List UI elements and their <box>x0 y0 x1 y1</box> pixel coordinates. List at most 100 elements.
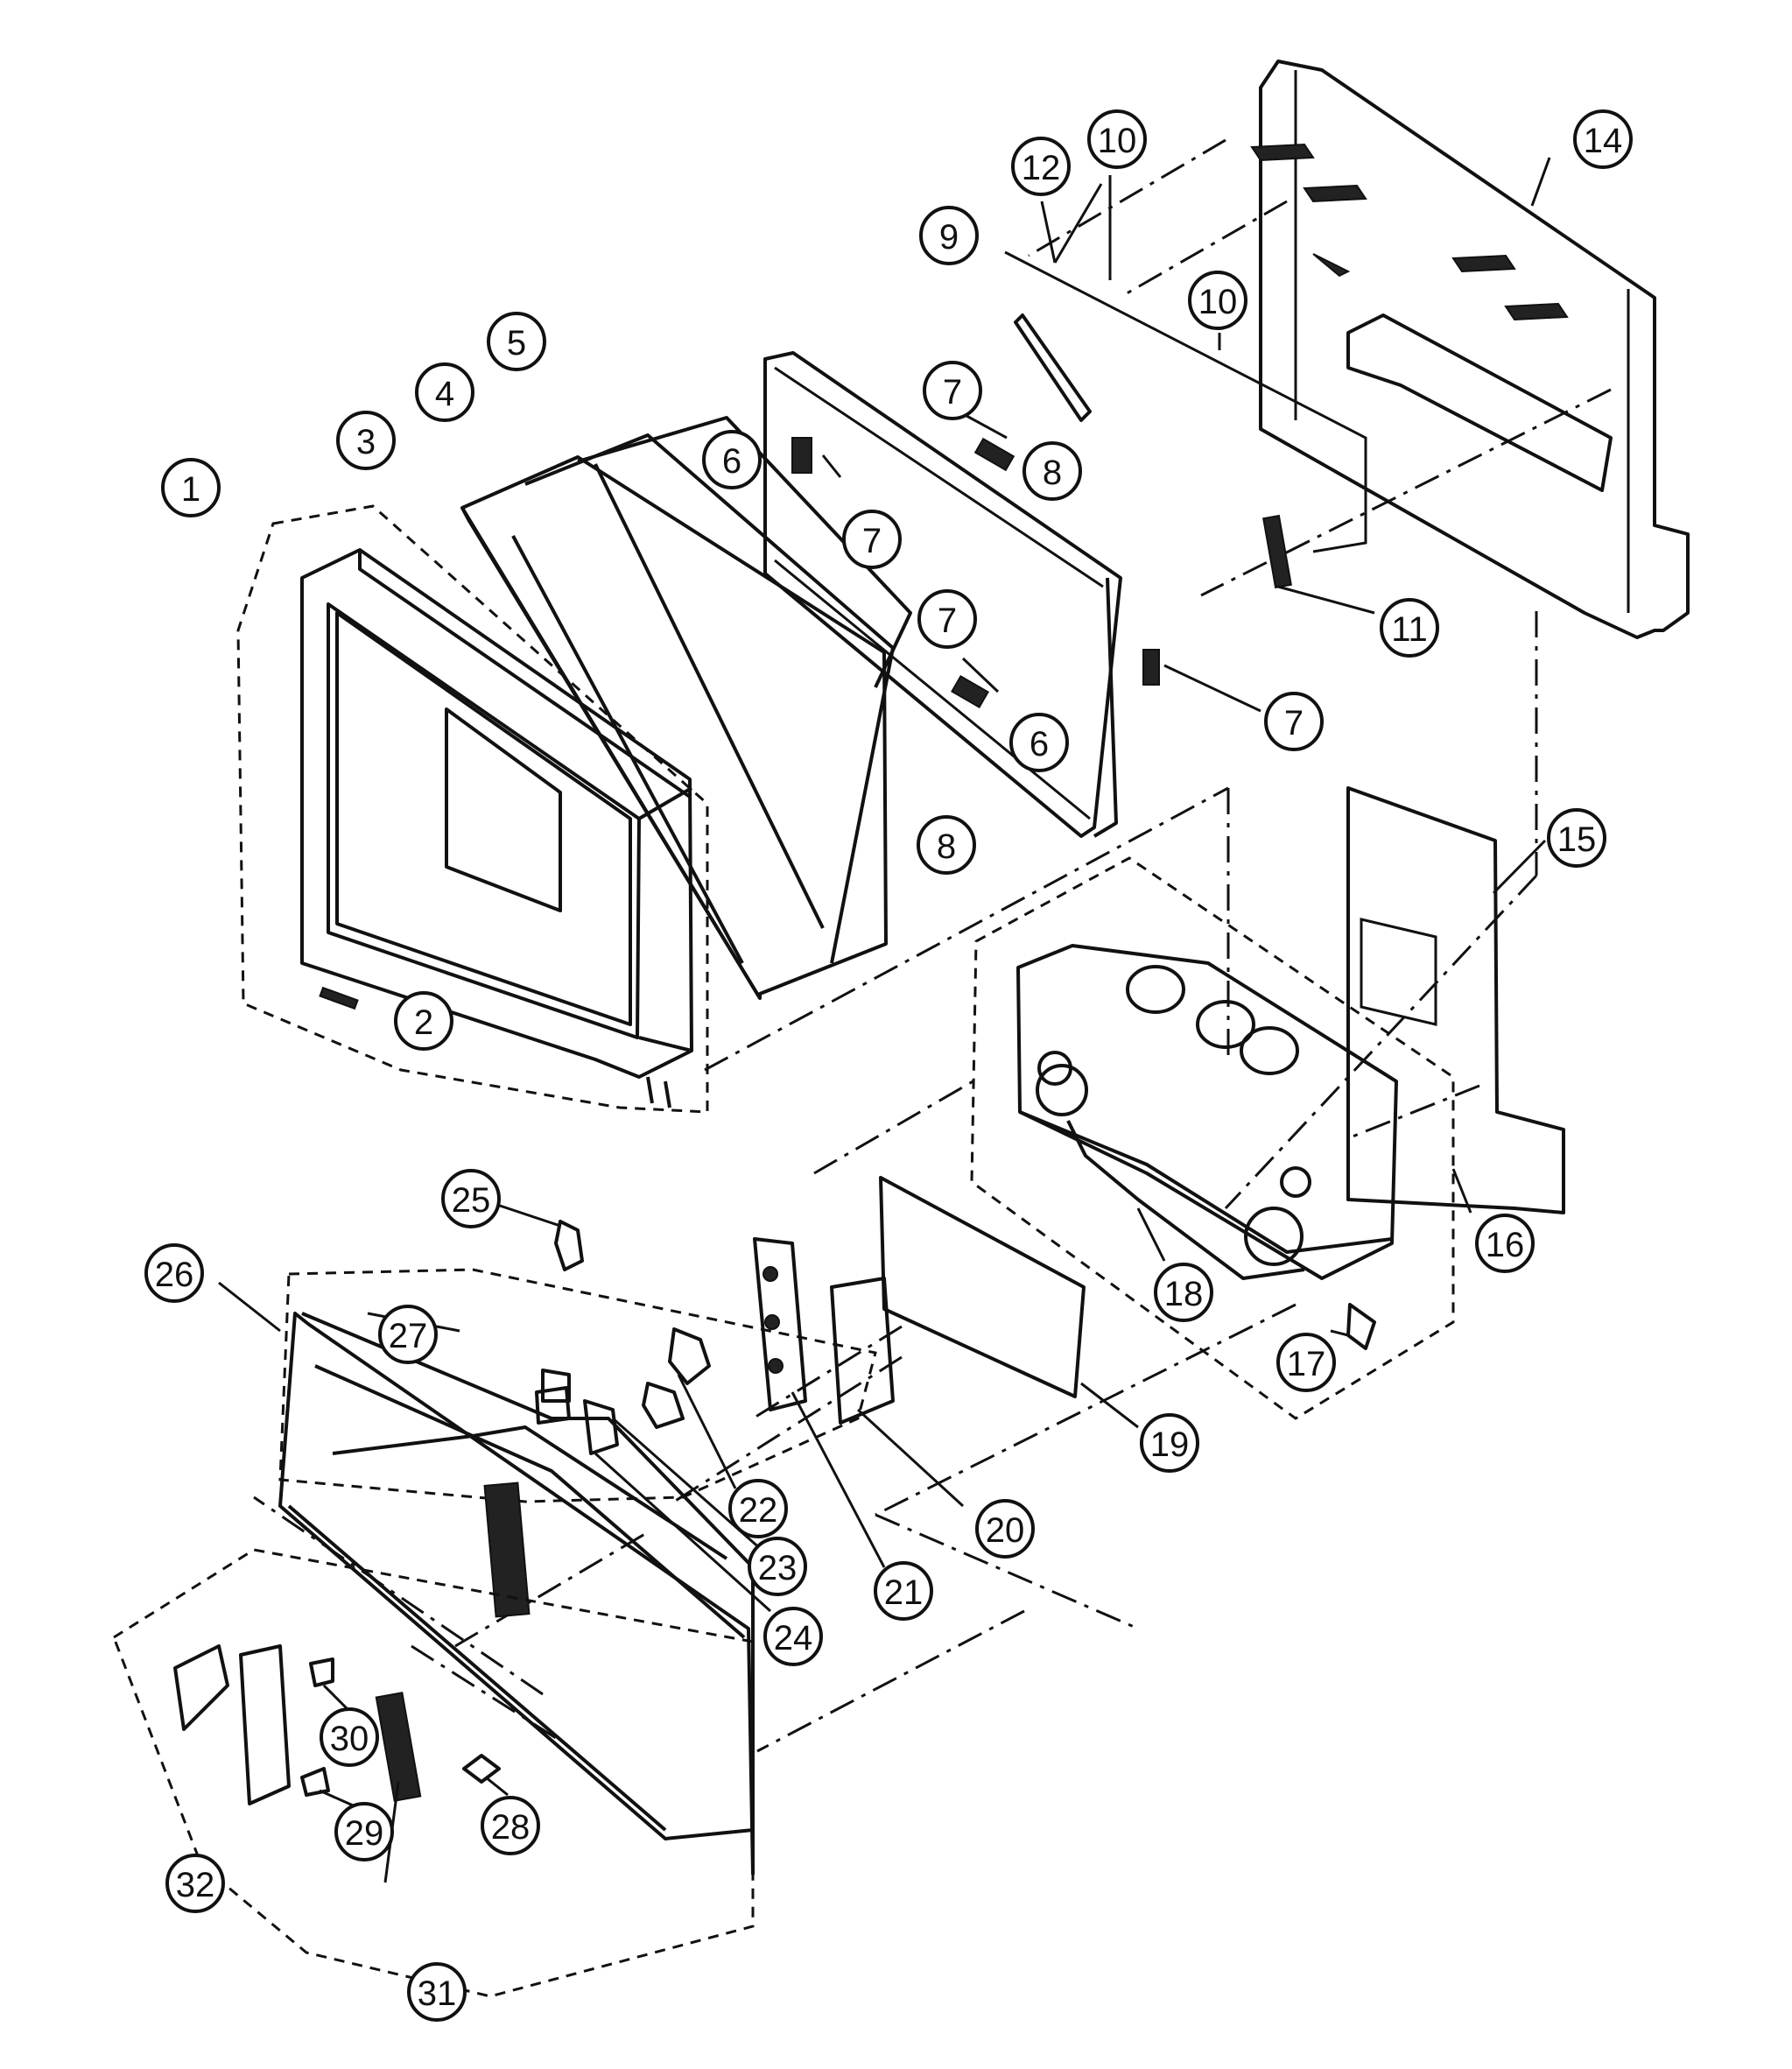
back-shield-plate <box>1346 786 1565 1214</box>
callout-16: 16 <box>1475 1214 1535 1273</box>
callout-circle <box>394 991 453 1051</box>
callout-circle <box>487 312 546 371</box>
callout-circle <box>1573 109 1633 169</box>
callout-circle <box>1188 271 1247 330</box>
rear-cabinet <box>1004 60 1690 639</box>
callout-6: 6 <box>702 430 762 489</box>
callout-circle <box>1022 441 1082 501</box>
callout-24: 24 <box>763 1607 823 1666</box>
callout-number: 2 <box>414 1003 433 1042</box>
callout-circle <box>919 206 979 265</box>
callout-29: 29 <box>334 1802 394 1861</box>
callout-22: 22 <box>728 1479 788 1538</box>
callout-number: 23 <box>758 1549 798 1587</box>
callout-number: 17 <box>1287 1345 1326 1383</box>
callout-1: 1 <box>161 458 221 517</box>
callout-circle <box>1140 1413 1199 1473</box>
callout-number: 21 <box>884 1573 924 1612</box>
callout-number: 7 <box>1284 704 1304 742</box>
callout-28: 28 <box>481 1796 540 1855</box>
callout-circle <box>728 1479 788 1538</box>
callout-circle <box>1264 692 1324 751</box>
callout-number: 25 <box>452 1181 491 1220</box>
callout-circle <box>378 1305 438 1364</box>
callout-number: 7 <box>862 522 882 560</box>
callout-number: 30 <box>330 1720 369 1758</box>
callout-number: 29 <box>345 1814 384 1853</box>
callout-number: 20 <box>986 1511 1025 1550</box>
callout-circle <box>441 1169 501 1228</box>
callout-8: 8 <box>917 815 976 875</box>
callout-7: 7 <box>923 361 982 420</box>
screen-frame <box>763 351 1261 838</box>
callout-25: 25 <box>441 1169 501 1228</box>
callout-2: 2 <box>394 991 453 1051</box>
callout-circle <box>334 1802 394 1861</box>
circuit-boards <box>541 1176 1139 1613</box>
callout-number: 1 <box>181 470 200 509</box>
callout-9: 9 <box>919 206 979 265</box>
callout-number: 5 <box>507 324 526 362</box>
callout-circle <box>917 589 977 649</box>
callout-number: 9 <box>939 218 959 257</box>
callout-group: 1234566777788910101112141516171819202122… <box>144 109 1633 2022</box>
callout-27: 27 <box>378 1305 438 1364</box>
callout-circle <box>702 430 762 489</box>
callout-17: 17 <box>1276 1333 1336 1392</box>
callout-number: 3 <box>356 423 376 461</box>
callout-circle <box>763 1607 823 1666</box>
callout-20: 20 <box>975 1499 1035 1559</box>
callout-circle <box>415 362 474 422</box>
callout-number: 26 <box>155 1256 194 1294</box>
callout-23: 23 <box>748 1537 807 1596</box>
screen-panels <box>460 416 912 1000</box>
callout-12: 12 <box>1011 137 1071 196</box>
callout-circle <box>1276 1333 1336 1392</box>
lower-front-panel <box>112 1189 877 1998</box>
callout-circle <box>320 1707 379 1767</box>
callout-circle <box>336 411 396 470</box>
callout-number: 16 <box>1486 1226 1525 1264</box>
callout-4: 4 <box>415 362 474 422</box>
callout-number: 15 <box>1557 820 1597 859</box>
chassis-assembly <box>970 856 1472 1420</box>
callout-circle <box>1154 1263 1213 1322</box>
callout-number: 27 <box>389 1317 428 1355</box>
callout-number: 22 <box>739 1491 778 1530</box>
callout-21: 21 <box>874 1561 933 1621</box>
callout-18: 18 <box>1154 1263 1213 1322</box>
callout-circle <box>923 361 982 420</box>
front-bezel-group <box>236 504 709 1114</box>
callout-circle <box>1009 713 1069 772</box>
callout-19: 19 <box>1140 1413 1199 1473</box>
callout-number: 12 <box>1022 149 1061 187</box>
callout-number: 19 <box>1150 1425 1190 1464</box>
callout-circle <box>161 458 221 517</box>
callout-number: 7 <box>938 602 957 640</box>
callout-15: 15 <box>1547 808 1606 868</box>
callout-number: 8 <box>1043 454 1062 492</box>
callout-32: 32 <box>165 1854 225 1913</box>
callout-circle <box>165 1854 225 1913</box>
callout-10: 10 <box>1087 109 1147 169</box>
callout-circle <box>481 1796 540 1855</box>
callout-number: 18 <box>1164 1275 1204 1313</box>
callout-number: 4 <box>435 375 454 413</box>
callout-26: 26 <box>144 1243 204 1303</box>
callout-circle <box>407 1962 467 2022</box>
callout-number: 8 <box>937 827 956 866</box>
callout-circle <box>1087 109 1147 169</box>
callout-30: 30 <box>320 1707 379 1767</box>
callout-circle <box>748 1537 807 1596</box>
callout-number: 31 <box>418 1974 457 2013</box>
callout-circle <box>1380 598 1439 658</box>
callout-10: 10 <box>1188 271 1247 330</box>
assembly-lines <box>253 138 1612 1753</box>
callout-14: 14 <box>1573 109 1633 169</box>
callout-circle <box>874 1561 933 1621</box>
callout-8: 8 <box>1022 441 1082 501</box>
callout-circle <box>1475 1214 1535 1273</box>
callout-number: 10 <box>1198 283 1238 321</box>
callout-circle <box>975 1499 1035 1559</box>
